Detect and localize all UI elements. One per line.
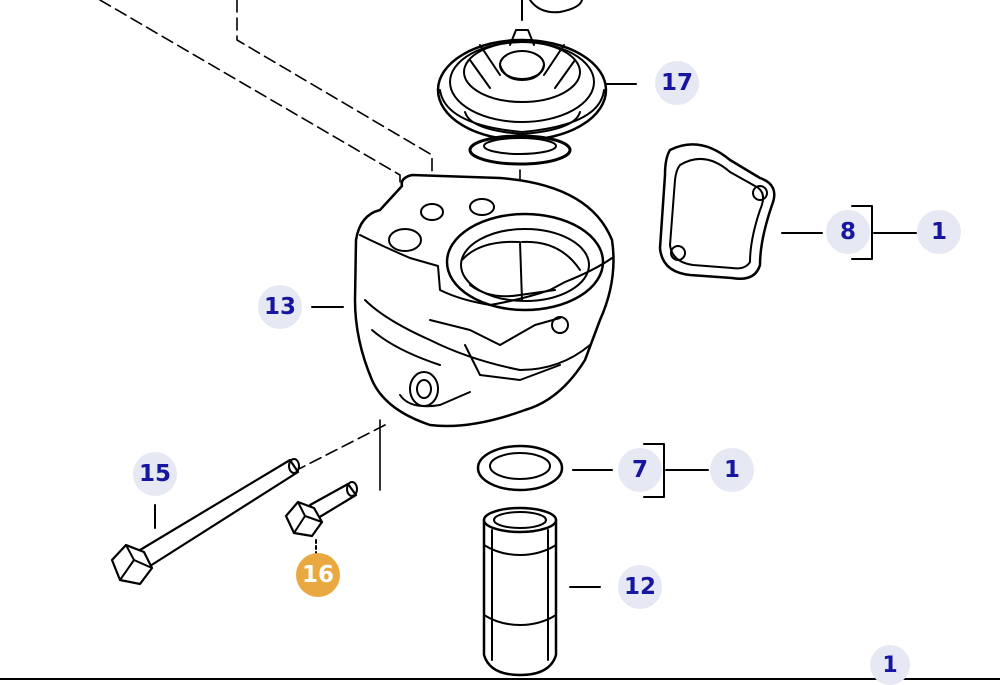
- callout-bottom-ref[interactable]: 1: [870, 645, 910, 685]
- o-ring-part-7: [476, 444, 564, 492]
- callout-part-8[interactable]: 8: [826, 210, 870, 254]
- callout-part-15[interactable]: 15: [133, 452, 177, 496]
- thermostat-part-17: [436, 0, 608, 166]
- callout-part-12[interactable]: 12: [618, 565, 662, 609]
- bracket-7: [643, 443, 665, 498]
- gasket-part-8: [658, 143, 776, 280]
- callout-part-17[interactable]: 17: [655, 61, 699, 105]
- bracket-8: [851, 205, 873, 260]
- sleeve-part-12: [482, 506, 558, 677]
- callout-part-7-ref[interactable]: 1: [710, 448, 754, 492]
- callout-part-7[interactable]: 7: [618, 448, 662, 492]
- bolt-part-15: [110, 458, 300, 586]
- callout-part-13[interactable]: 13: [258, 285, 302, 329]
- bolt-part-16: [284, 481, 358, 538]
- callout-part-8-ref[interactable]: 1: [917, 210, 961, 254]
- callout-part-16-highlighted[interactable]: 16: [296, 553, 340, 597]
- housing-part-13: [353, 173, 615, 428]
